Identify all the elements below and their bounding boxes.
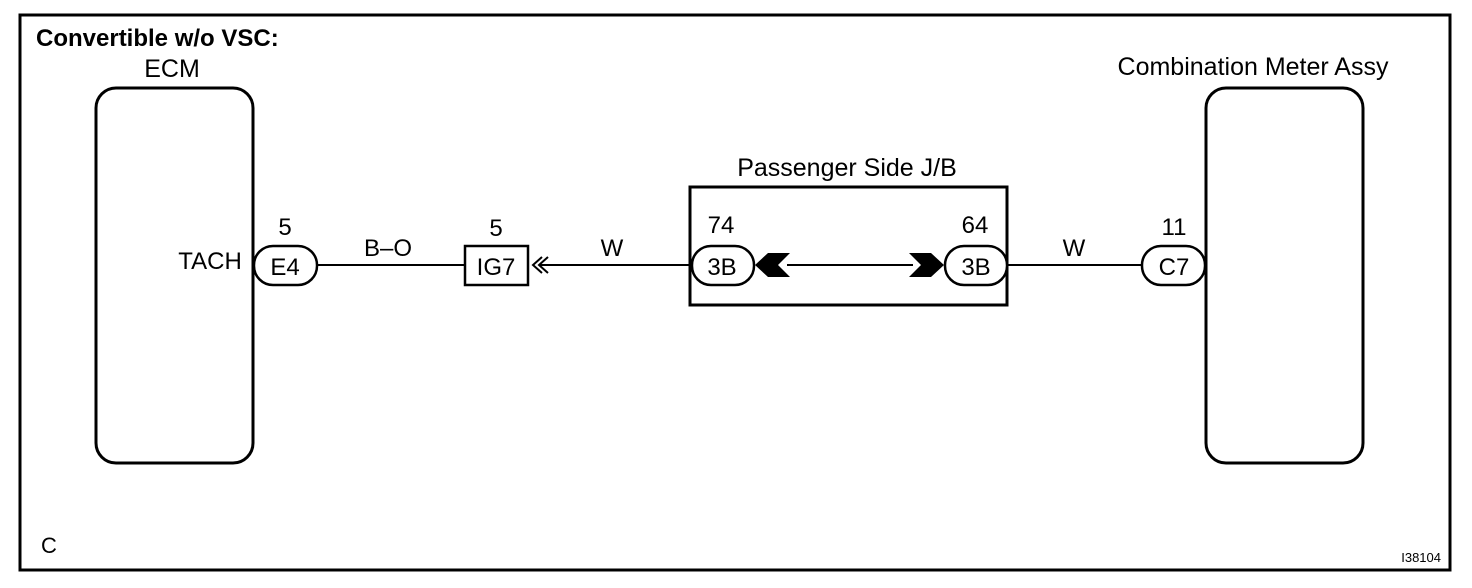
connector-3b-left-label: 3B xyxy=(707,254,736,281)
connector-3b-right-label: 3B xyxy=(961,254,990,281)
diagram-frame xyxy=(18,13,1452,572)
junction-box-label: Passenger Side J/B xyxy=(737,154,957,182)
ig7-chevron-1 xyxy=(531,256,543,274)
ecm-pin-name: TACH xyxy=(178,248,242,275)
wire-color-b-o: B–O xyxy=(364,235,412,262)
diagram-title: Convertible w/o VSC: xyxy=(36,25,279,52)
figure-id: I38104 xyxy=(1401,550,1441,565)
connector-e4 xyxy=(252,244,319,287)
connector-e4-label: E4 xyxy=(270,254,299,281)
meter-label: Combination Meter Assy xyxy=(1118,53,1389,81)
e4-pin-number: 5 xyxy=(278,214,291,241)
c7-pin-number: 11 xyxy=(1162,214,1187,241)
jb-left-arrow-icon xyxy=(755,253,790,277)
connector-ig7-label: IG7 xyxy=(477,254,516,281)
ecm-box xyxy=(94,86,255,465)
jb-right-pin-number: 64 xyxy=(962,212,989,239)
ig7-pin-number: 5 xyxy=(489,215,502,242)
connector-ig7 xyxy=(463,244,530,287)
connector-3b-right xyxy=(943,244,1009,287)
ecm-label: ECM xyxy=(144,55,200,83)
meter-box xyxy=(1204,86,1365,465)
wire-color-w-right: W xyxy=(1063,235,1086,262)
connector-c7 xyxy=(1140,244,1207,287)
corner-letter: C xyxy=(41,533,57,558)
junction-box xyxy=(688,185,1009,307)
jb-left-pin-number: 74 xyxy=(708,212,735,239)
jb-right-arrow-icon xyxy=(909,253,944,277)
ig7-chevron-2 xyxy=(537,256,549,274)
wire-color-w-left: W xyxy=(601,235,624,262)
connector-c7-label: C7 xyxy=(1159,254,1190,281)
connector-3b-left xyxy=(690,244,756,287)
